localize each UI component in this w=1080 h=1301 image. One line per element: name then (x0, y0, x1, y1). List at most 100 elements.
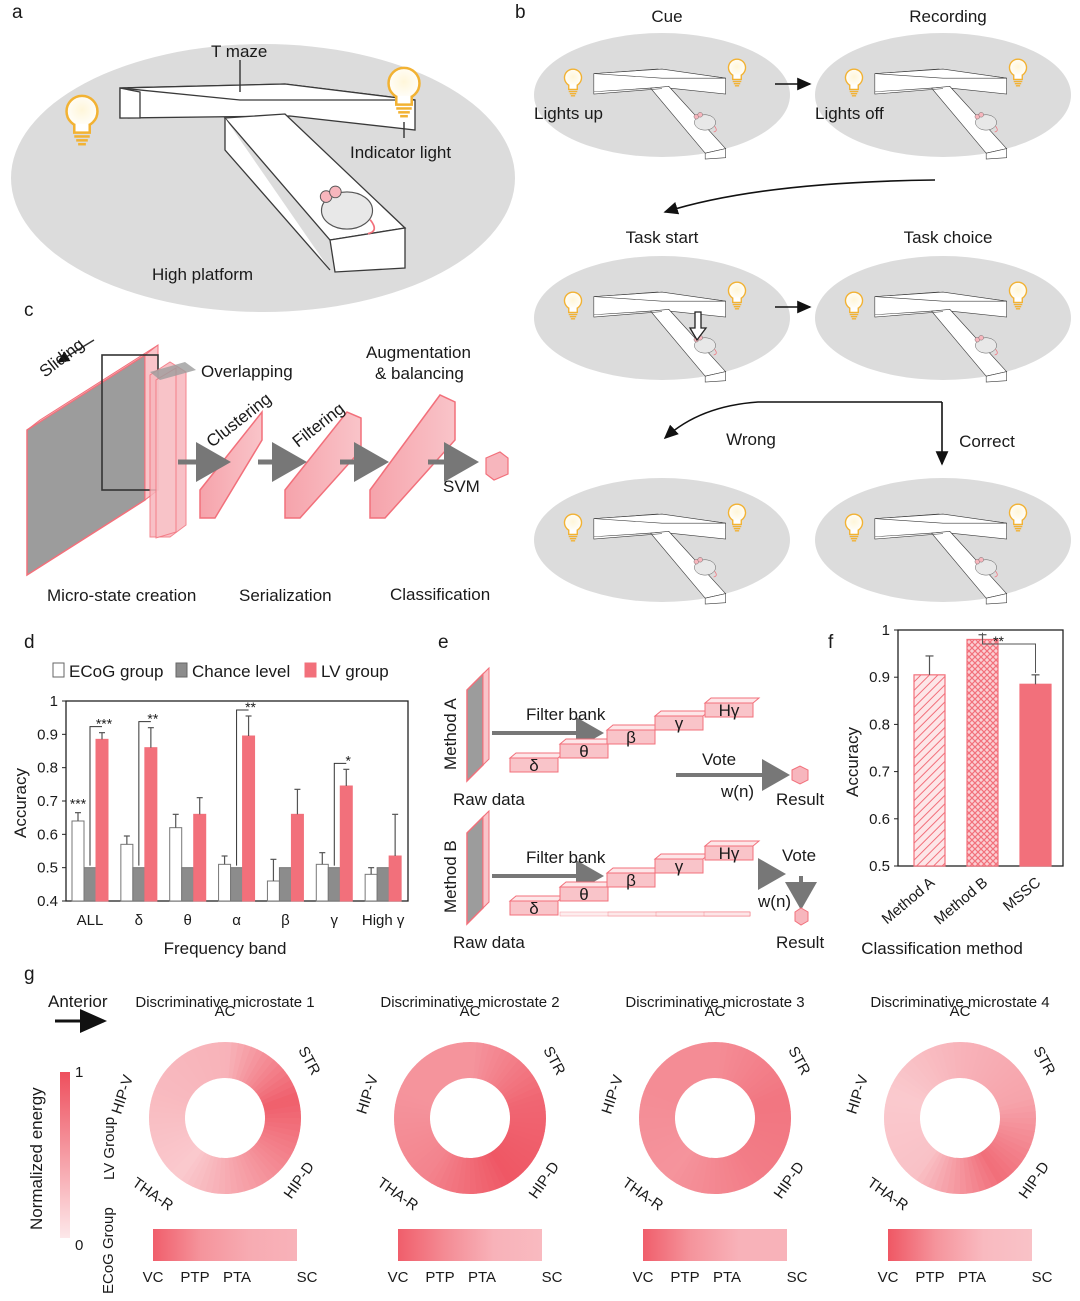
ring-segment (754, 1121, 791, 1132)
bar-chance-level (278, 867, 292, 902)
ring-segment (257, 1074, 292, 1099)
ring-segment (976, 1049, 999, 1084)
ring-segment (754, 1118, 791, 1126)
ring-segment (939, 1156, 954, 1193)
ring-segment (999, 1121, 1036, 1132)
ring-segment (969, 1155, 986, 1192)
significance-mark: ** (993, 633, 1004, 649)
ring-segment (891, 1079, 926, 1102)
ring-segment (255, 1069, 288, 1096)
serialization-slabs (199, 394, 509, 519)
region-label: AC (215, 1003, 236, 1020)
ring-segment (885, 1097, 922, 1112)
ring-segment (495, 1146, 524, 1177)
ring-segment (639, 1104, 676, 1115)
state-title: Task choice (904, 228, 993, 247)
y-axis-label: Accuracy (843, 727, 862, 797)
ring-segment (721, 1156, 735, 1193)
band-block: δ (508, 752, 566, 775)
ring-segment (901, 1143, 932, 1172)
ring-segment (407, 1068, 440, 1096)
ring-segment (231, 1043, 246, 1080)
ring-segment (437, 1046, 457, 1082)
region-label: THA-R (864, 1174, 911, 1214)
result-label: Result (776, 790, 824, 809)
ring-segment (151, 1127, 188, 1144)
ring-segment (997, 1092, 1034, 1109)
region-label: THA-R (129, 1174, 176, 1214)
region-label: STR (1029, 1044, 1058, 1079)
ring-segment (745, 1069, 778, 1096)
strip-label: PTP (670, 1269, 699, 1286)
ring-segment (689, 1044, 706, 1081)
ring-segment (255, 1140, 288, 1168)
y-tick-label: 0.9 (37, 726, 58, 743)
band-block: θ (558, 881, 616, 904)
ring-segment (159, 1073, 193, 1098)
panel-label-b: b (515, 2, 526, 23)
ring-segment (149, 1110, 186, 1118)
ring-segment (192, 1046, 212, 1082)
weight-label: w(n) (720, 782, 754, 801)
ring-segment (463, 1041, 471, 1079)
ring-segment (641, 1127, 678, 1144)
ring-segment (470, 1042, 478, 1079)
ring-segment (660, 1145, 690, 1177)
ring-segment (665, 1148, 693, 1181)
panel-label-g: g (24, 964, 35, 985)
task-state: Task choice (815, 228, 1071, 383)
region-label: HIP-D (281, 1159, 318, 1202)
region-label: HIP-V (108, 1073, 137, 1116)
ring-segment (504, 1080, 540, 1102)
ring-segment (927, 1046, 947, 1082)
x-tick-label: α (232, 912, 241, 929)
ring-segment (261, 1131, 297, 1151)
significance-bracket (333, 762, 347, 866)
ring-segment (500, 1140, 533, 1168)
vote-label: Vote (702, 750, 736, 769)
ring-segment (695, 1043, 709, 1080)
ring-segment (661, 1059, 690, 1090)
ring-segment (426, 1051, 451, 1086)
y-tick-label: 1 (882, 622, 890, 639)
ring-segment (218, 1041, 226, 1079)
microstate-panel: Discriminative microstate 3ACSTRHIP-DTHA… (598, 994, 813, 1286)
ring-segment (643, 1131, 679, 1151)
panel-f: f 0.50.60.70.80.91AccuracyClassification… (828, 622, 1064, 958)
ring-segment (411, 1063, 443, 1093)
panel-label-f: f (828, 632, 834, 653)
ring-segment (933, 1155, 950, 1192)
state-note: Lights off (815, 104, 884, 123)
ring-segment (262, 1092, 299, 1109)
band-label: Hγ (719, 701, 740, 720)
ring-segment (495, 1059, 525, 1091)
ring-segment (905, 1145, 935, 1177)
region-label: HIP-V (598, 1073, 627, 1116)
ring-segment (432, 1048, 454, 1084)
band-label: θ (579, 885, 588, 904)
state-title: Correct (959, 432, 1015, 451)
ring-segment (462, 1157, 470, 1194)
ring-segment (508, 1124, 545, 1139)
ring-segment (244, 1150, 269, 1185)
ring-segment (888, 1085, 924, 1105)
microstate-panel: Discriminative microstate 1ACSTRHIP-DTHA… (108, 994, 323, 1286)
ring-segment (979, 1150, 1004, 1185)
augmentation-label: Augmentation (366, 343, 471, 362)
ring-segment (396, 1091, 433, 1108)
result-cube (794, 907, 809, 926)
region-label: AC (705, 1003, 726, 1020)
ring-segment (953, 1041, 961, 1079)
y-tick-label: 0.4 (37, 893, 58, 910)
ring-segment (901, 1063, 933, 1093)
ring-segment (415, 1145, 445, 1177)
strip-label: VC (388, 1269, 409, 1286)
energy-colorbar (60, 1072, 70, 1238)
platform-label: High platform (152, 265, 253, 284)
ring-segment (982, 1055, 1010, 1088)
ring-segment (479, 1155, 496, 1192)
ring-segment (176, 1055, 203, 1088)
result-label: Result (776, 933, 824, 952)
